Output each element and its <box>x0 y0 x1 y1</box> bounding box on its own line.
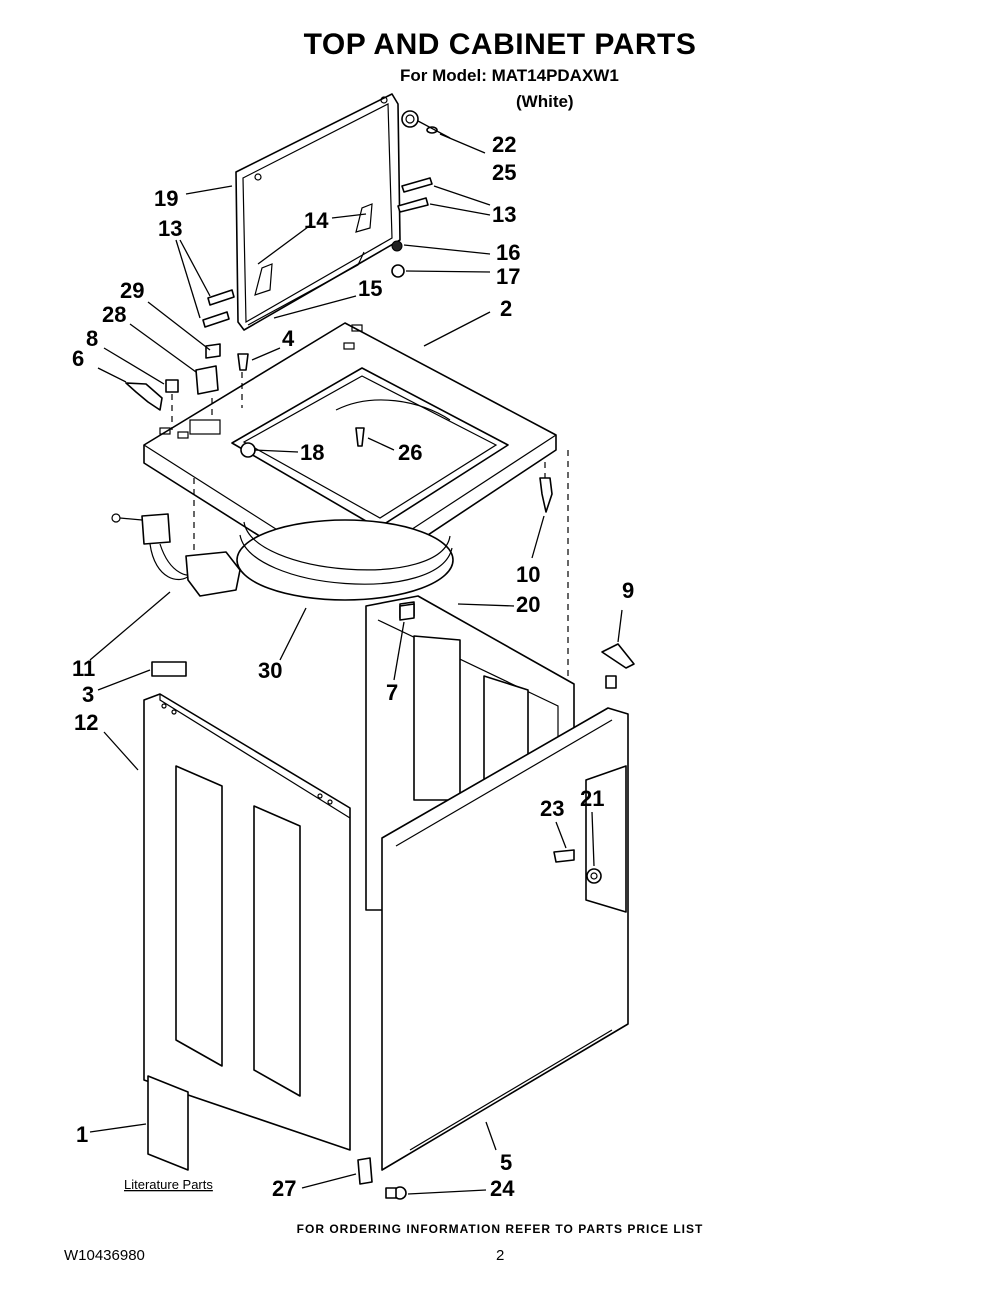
callout-16: 16 <box>496 240 520 265</box>
callout-3: 3 <box>82 682 94 707</box>
literature-booklet-part-1 <box>147 1075 189 1171</box>
callout-14: 14 <box>304 208 329 233</box>
callout-20: 20 <box>516 592 540 617</box>
callout-10: 10 <box>516 562 540 587</box>
callout-13-left: 13 <box>158 216 182 241</box>
callout-27: 27 <box>272 1176 296 1201</box>
callout-19: 19 <box>154 186 178 211</box>
side-panel-part-12 <box>143 661 351 1151</box>
callout-18: 18 <box>300 440 324 465</box>
callout-25: 25 <box>492 160 516 185</box>
ordering-note: FOR ORDERING INFORMATION REFER TO PARTS … <box>296 1222 704 1236</box>
leader-arrows <box>89 120 623 1195</box>
callout-2: 2 <box>500 296 512 321</box>
bracket-part-27 <box>357 1157 407 1200</box>
callout-22: 22 <box>492 132 516 157</box>
callout-11: 11 <box>72 656 95 681</box>
callout-28: 28 <box>102 302 126 327</box>
tub-ring-part-30 <box>236 519 454 601</box>
callout-24: 24 <box>490 1176 515 1201</box>
page-title: TOP AND CABINET PARTS <box>303 28 697 61</box>
model-subtitle: For Model: MAT14PDAXW1 <box>400 66 619 85</box>
callout-26: 26 <box>398 440 422 465</box>
hinge-pin-part-10 <box>539 450 569 680</box>
color-subtitle: (White) <box>516 92 574 111</box>
callout-13-right: 13 <box>492 202 516 227</box>
front-panel-part-5 <box>381 643 635 1171</box>
callout-8: 8 <box>86 326 98 351</box>
callout-4: 4 <box>282 326 295 351</box>
harness-part-11 <box>111 478 241 597</box>
page-number: 2 <box>496 1247 505 1264</box>
callout-5: 5 <box>500 1150 512 1175</box>
callout-15: 15 <box>358 276 382 301</box>
lid-part-19 <box>235 93 401 331</box>
document-number: W10436980 <box>64 1247 145 1264</box>
callout-29: 29 <box>120 278 144 303</box>
top-panel-part-2 <box>143 322 557 591</box>
left-hardware <box>125 343 249 430</box>
callout-21: 21 <box>580 786 604 811</box>
callout-23: 23 <box>540 796 564 821</box>
callout-30: 30 <box>258 658 282 683</box>
callout-1: 1 <box>76 1122 88 1147</box>
lid-hardware <box>202 110 438 328</box>
callout-17: 17 <box>496 264 520 289</box>
callout-7: 7 <box>386 680 398 705</box>
callout-6: 6 <box>72 346 84 371</box>
callout-9: 9 <box>622 578 634 603</box>
literature-parts-label: Literature Parts <box>124 1177 213 1192</box>
callout-12: 12 <box>74 710 98 735</box>
